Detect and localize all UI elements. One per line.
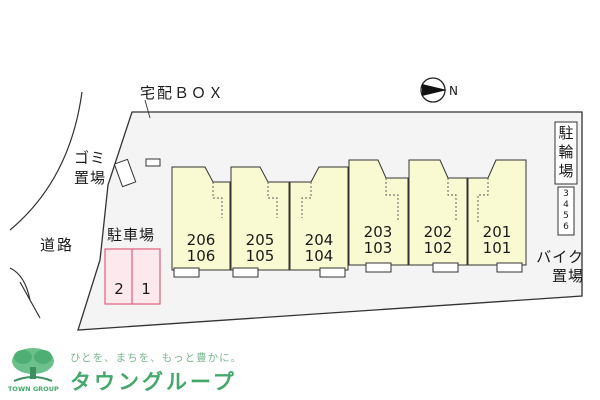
- garbage-box: [113, 158, 137, 188]
- delivery-box-leader: [144, 99, 151, 119]
- bicycle-parking-label: 駐輪場: [558, 124, 574, 180]
- delivery-box-label: 宅配ＢＯＸ: [140, 84, 226, 102]
- road-label: 道路: [40, 236, 75, 254]
- unit-206: [171, 166, 231, 271]
- unit-203: [348, 159, 409, 266]
- compass: [420, 77, 447, 103]
- entrance-205: [232, 267, 259, 278]
- bike-slot-5: 5: [563, 211, 569, 221]
- entrance-202: [432, 262, 459, 273]
- unit-206-stair: [212, 182, 223, 218]
- entrance-204: [319, 267, 346, 278]
- unit-206-upper: 206: [186, 231, 216, 249]
- unit-201-upper: 201: [482, 223, 512, 241]
- entrance-203: [365, 262, 392, 273]
- unit-202-upper: 202: [423, 223, 453, 241]
- unit-205-upper: 205: [245, 231, 275, 249]
- unit-201-stair: [477, 178, 489, 222]
- unit-105-lower: 105: [245, 247, 275, 265]
- brand-name: タウングループ: [70, 370, 237, 394]
- compass-needle: [422, 84, 447, 96]
- road-edge-lower: [9, 267, 31, 301]
- bike-parking-slots-box: [557, 186, 575, 236]
- compass-north-label: N: [449, 84, 458, 98]
- bicycle-parking-box: [554, 121, 578, 185]
- tree-logo-icon: [12, 348, 54, 382]
- unit-205-stair: [267, 182, 278, 218]
- bike-slot-3: 3: [563, 189, 569, 199]
- bike-slot-6: 6: [563, 222, 569, 232]
- parking-space-1: 1: [141, 280, 151, 298]
- parking-space-2: 2: [114, 280, 124, 298]
- unit-104-lower: 104: [304, 247, 334, 265]
- road-edge-upper: [9, 91, 83, 231]
- bike-parking-label: バイク置場: [536, 248, 584, 285]
- garbage-label: ゴミ置場: [74, 149, 107, 187]
- unit-106-lower: 106: [186, 247, 216, 265]
- bike-slot-4: 4: [563, 200, 569, 210]
- logo-text: TOWN GROUP: [8, 385, 59, 393]
- entrance-206: [173, 267, 200, 278]
- unit-202: [408, 159, 468, 266]
- unit-204-upper: 204: [304, 231, 334, 249]
- unit-204-stair: [301, 182, 312, 218]
- unit-103-lower: 103: [363, 239, 393, 257]
- unit-102-lower: 102: [423, 239, 453, 257]
- entrance-201: [496, 262, 523, 273]
- unit-203-stair: [385, 178, 399, 222]
- unit-202-stair: [447, 178, 457, 222]
- brand-tagline: ひとを、まちを、もっと豊かに。: [70, 352, 243, 364]
- unit-205: [230, 166, 290, 271]
- delivery-box: [145, 158, 161, 167]
- building: [171, 159, 527, 271]
- unit-101-lower: 101: [482, 239, 512, 257]
- unit-203-upper: 203: [363, 223, 393, 241]
- parking-label: 駐車場: [107, 226, 156, 244]
